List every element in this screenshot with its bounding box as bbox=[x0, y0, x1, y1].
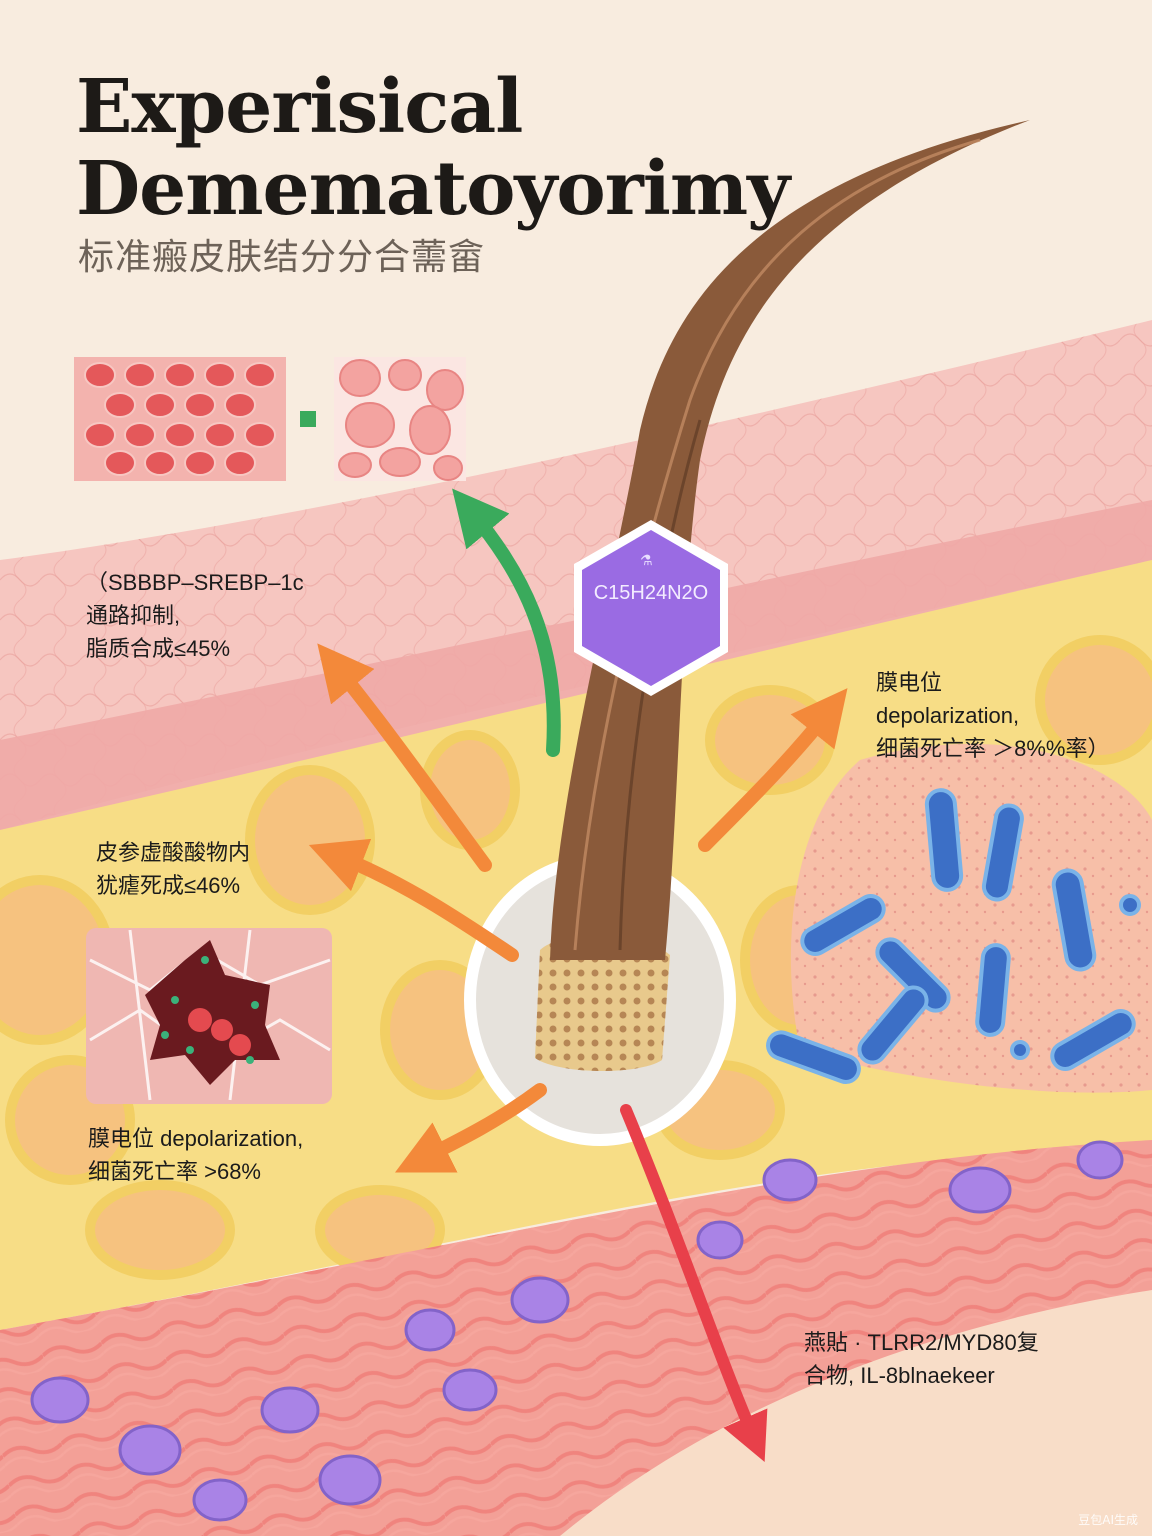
annotation-line: 细菌死亡率 ＞8%%率） bbox=[876, 736, 1110, 761]
annotation-line: depolarization, bbox=[876, 703, 1020, 728]
tissue-damage-inset bbox=[86, 928, 332, 1104]
annotation-line: 皮参虚酸酸物内 bbox=[96, 840, 251, 865]
annotation-membrane-potential-left: 膜电位 depolarization, 细菌死亡率 >68% bbox=[88, 1122, 303, 1188]
hair-highlight bbox=[573, 138, 981, 951]
annotation-membrane-potential-right: 膜电位 depolarization, 细菌死亡率 ＞8%%率） bbox=[876, 666, 1109, 765]
annotation-line: 膜电位 depolarization, bbox=[88, 1126, 304, 1151]
annotation-line: 燕貼 · TLRR2/MYD80复 bbox=[804, 1330, 1039, 1355]
cell-inset-after bbox=[334, 357, 466, 481]
annotation-tissue: 皮参虚酸酸物内 犹瘧死成≤46% bbox=[96, 836, 250, 902]
subtitle: 标准瘢皮肤结分分合薷畲 bbox=[78, 237, 486, 278]
watermark: 豆包AI生成 bbox=[1078, 1513, 1138, 1527]
annotation-line: （SBBBP–SREBP–1c bbox=[86, 570, 304, 595]
immune-cells bbox=[30, 1140, 1124, 1522]
cell-inset-before bbox=[74, 357, 286, 481]
annotation-line: 犹瘧死成≤46% bbox=[96, 873, 241, 898]
inset-connector-marker bbox=[300, 411, 316, 427]
title-line-1: Experisical bbox=[76, 64, 523, 150]
bacteria bbox=[766, 788, 1141, 1084]
annotation-line: 合物, IL-8blnaekeer bbox=[804, 1363, 995, 1388]
hair-bulb-texture bbox=[535, 935, 670, 1072]
hair-shaft bbox=[550, 120, 1030, 960]
title-line-2: Dememat​oyorimy bbox=[76, 146, 790, 232]
annotation-line: 膜电位 bbox=[876, 670, 943, 695]
annotation-lipid-synthesis: （SBBBP–SREBP–1c 通路抑制, 脂质合成≤45% bbox=[86, 566, 304, 665]
molecule-formula: C15H24N2O bbox=[593, 582, 709, 604]
flask-icon: ⚗ bbox=[640, 553, 653, 569]
annotation-line: 脂质合成≤45% bbox=[86, 636, 231, 661]
lower-dermis bbox=[560, 1290, 1152, 1536]
annotation-tlr2-pathway: 燕貼 · TLRR2/MYD80复 合物, IL-8blnaekeer bbox=[804, 1326, 1039, 1392]
arrows bbox=[308, 488, 848, 1462]
infected-tissue-texture bbox=[790, 743, 1152, 1093]
annotation-line: 细菌死亡率 >68% bbox=[88, 1159, 261, 1184]
molecule-hexagon bbox=[574, 520, 728, 696]
annotation-line: 通路抑制, bbox=[86, 603, 181, 628]
